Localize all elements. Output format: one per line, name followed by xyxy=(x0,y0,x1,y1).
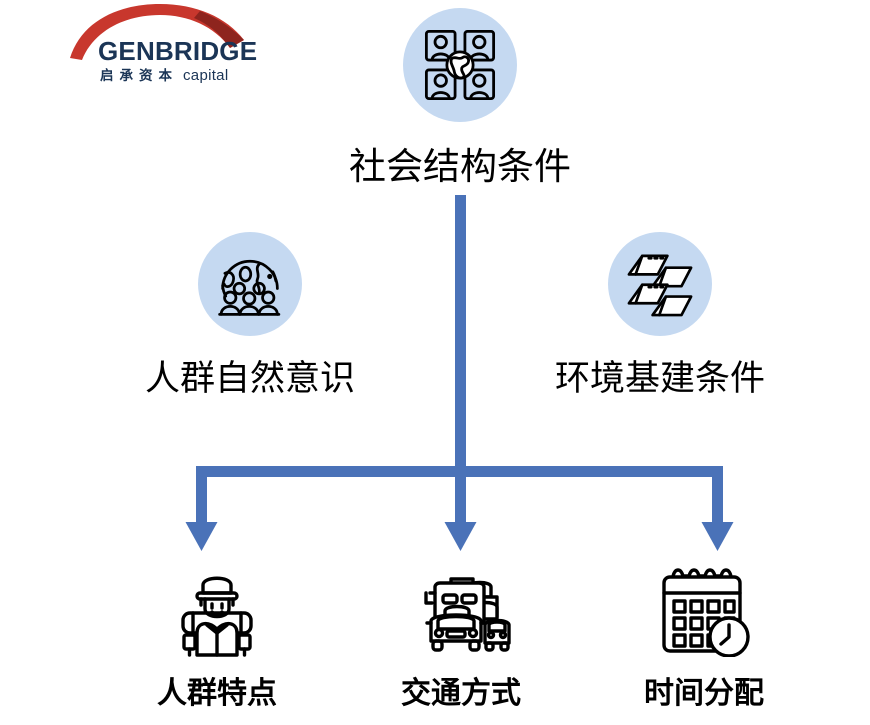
brand-subtitle: 启承资本 capital xyxy=(100,64,228,84)
connector-bus xyxy=(196,466,723,477)
node-social-structure[interactable]: 社会结构条件 xyxy=(310,8,610,190)
calendar-clock-icon xyxy=(648,558,760,662)
vehicles-traffic-icon xyxy=(405,558,517,662)
connector-drop-center xyxy=(455,466,466,528)
node-time-allocation[interactable]: 时间分配 xyxy=(604,558,804,712)
tents-infrastructure-icon xyxy=(608,232,712,336)
globe-crowd-icon xyxy=(198,232,302,336)
node-label-crowd-characteristics: 人群特点 xyxy=(157,677,277,710)
node-label-environment-infrastructure: 环境基建条件 xyxy=(554,359,765,398)
connector-drop-left xyxy=(196,466,207,528)
arrow-down-left xyxy=(185,522,218,551)
node-label-social-structure: 社会结构条件 xyxy=(349,146,571,187)
brand-name-en: capital xyxy=(183,67,229,84)
node-label-transportation-mode: 交通方式 xyxy=(401,677,521,710)
bridge-arc-icon xyxy=(70,4,244,60)
node-label-time-allocation: 时间分配 xyxy=(644,677,764,710)
connector-trunk xyxy=(455,195,466,472)
node-label-crowd-awareness: 人群自然意识 xyxy=(144,359,355,398)
people-group-globe-icon xyxy=(403,8,517,122)
node-crowd-characteristics[interactable]: 人群特点 xyxy=(117,558,317,712)
node-crowd-awareness[interactable]: 人群自然意识 xyxy=(105,232,395,401)
brand-name-cn: 启承资本 xyxy=(100,68,178,83)
brand-name: GENBRIDGE xyxy=(98,36,258,66)
arrow-down-right xyxy=(701,522,734,551)
node-transportation-mode[interactable]: 交通方式 xyxy=(361,558,561,712)
arrow-down-center xyxy=(444,522,477,551)
brand-logo: GENBRIDGE 启承资本 capital xyxy=(68,4,268,88)
connector-drop-right xyxy=(712,466,723,528)
node-environment-infrastructure[interactable]: 环境基建条件 xyxy=(515,232,805,401)
traveler-person-icon xyxy=(161,558,273,662)
